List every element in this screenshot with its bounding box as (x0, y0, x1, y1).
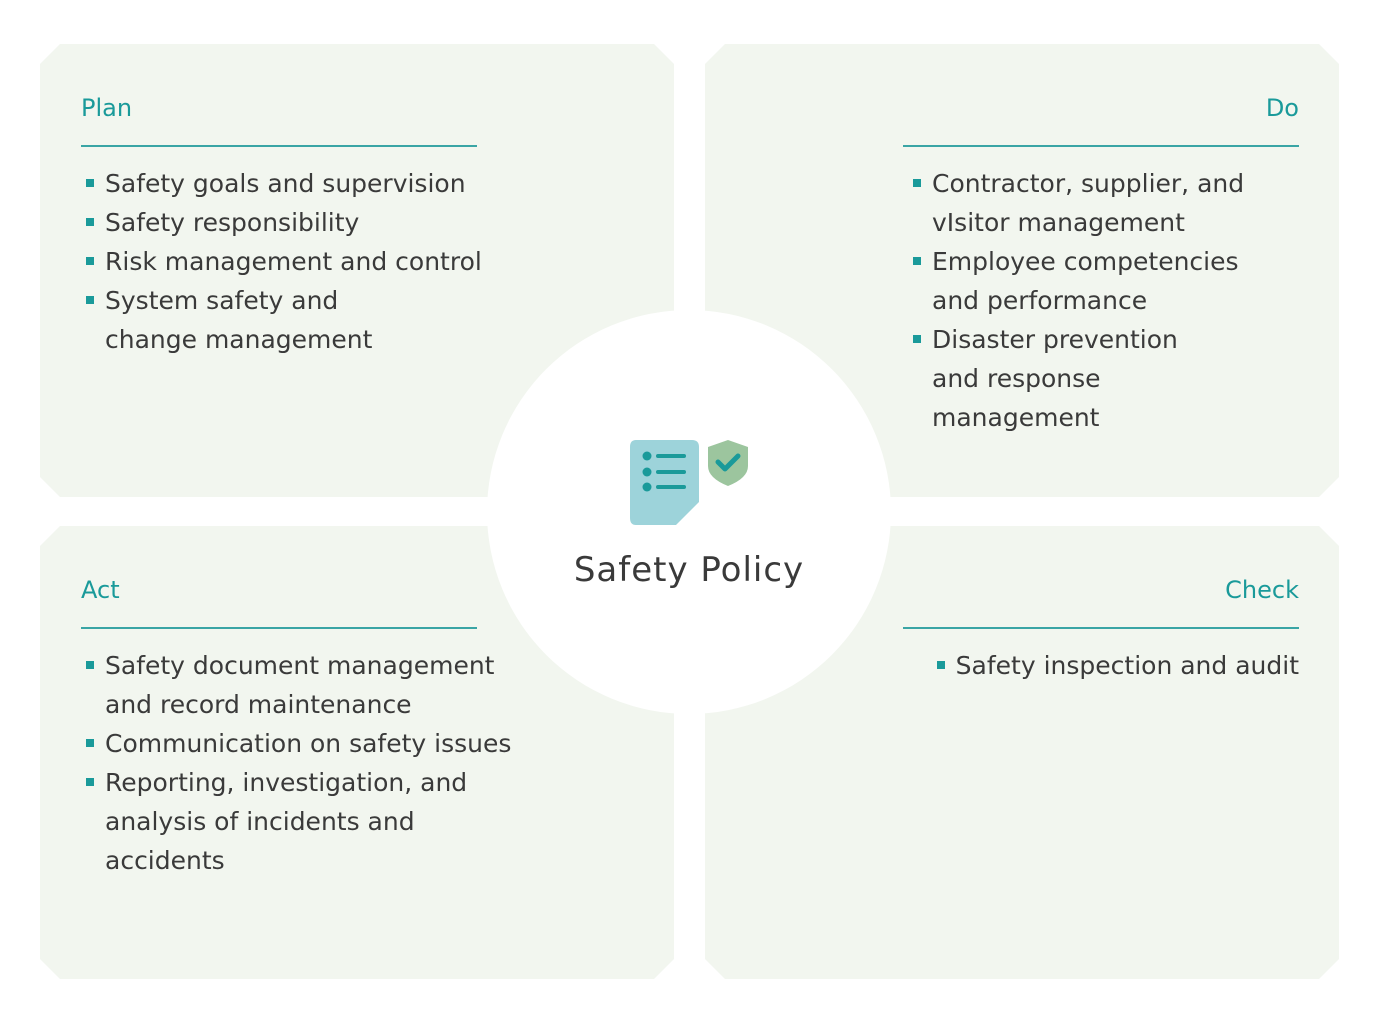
item-text: Employee competencies and performance (932, 247, 1255, 315)
item-text: Disaster prevention and response managem… (932, 325, 1178, 432)
bullet-icon (86, 179, 94, 187)
list-item: Reporting, investigation, and analysis o… (84, 763, 535, 880)
bullet-icon (913, 335, 921, 343)
list-item: Safety responsibility (84, 203, 544, 242)
list-item: Communication on safety issues (84, 724, 544, 763)
item-text: Safety responsibility (105, 208, 360, 237)
check-list: Safety inspection and audit (935, 646, 1299, 685)
plan-panel: Plan Safety goals and supervision Safety… (40, 44, 674, 497)
item-text: Safety document management and record ma… (105, 651, 495, 719)
list-item: Risk management and control (84, 242, 544, 281)
bullet-icon (936, 661, 945, 669)
bullet-icon (86, 661, 94, 669)
divider (81, 627, 477, 629)
center-title: Safety Policy (573, 550, 805, 590)
list-item: Disaster prevention and response managem… (911, 320, 1232, 437)
item-text: Communication on safety issues (105, 729, 512, 758)
list-item: Employee competencies and performance (911, 242, 1292, 320)
bullet-icon (86, 739, 94, 747)
item-text: Contractor, supplier, and vIsitor manage… (932, 169, 1245, 237)
item-text: Safety inspection and audit (955, 651, 1299, 680)
bullet-icon (913, 257, 921, 265)
list-item: Safety goals and supervision (84, 164, 544, 203)
item-text: Safety goals and supervision (105, 169, 466, 198)
bullet-icon (86, 296, 94, 304)
list-item: Safety inspection and audit (935, 646, 1299, 685)
plan-title: Plan (81, 94, 133, 122)
list-item: System safety and change management (84, 281, 435, 359)
plan-list: Safety goals and supervision Safety resp… (84, 164, 544, 359)
list-item: Contractor, supplier, and vIsitor manage… (911, 164, 1311, 242)
item-text: System safety and change management (105, 286, 373, 354)
divider (81, 145, 477, 147)
do-list: Contractor, supplier, and vIsitor manage… (911, 164, 1311, 437)
bullet-icon (86, 778, 94, 786)
policy-document-shield-icon (630, 440, 748, 525)
do-title: Do (1265, 94, 1299, 122)
bullet-icon (913, 179, 921, 187)
act-title: Act (81, 576, 120, 604)
check-title: Check (1225, 576, 1299, 604)
divider (903, 145, 1299, 147)
item-text: Reporting, investigation, and analysis o… (105, 768, 468, 875)
item-text: Risk management and control (105, 247, 482, 276)
bullet-icon (86, 257, 94, 265)
act-list: Safety document management and record ma… (84, 646, 544, 880)
divider (903, 627, 1299, 629)
bullet-icon (86, 218, 94, 226)
list-item: Safety document management and record ma… (84, 646, 535, 724)
